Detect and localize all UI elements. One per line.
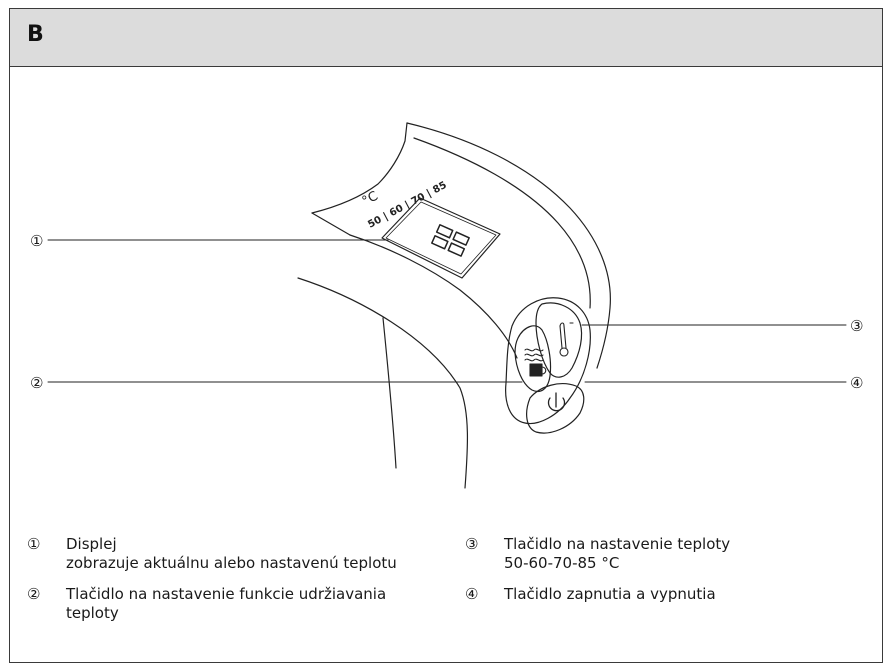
handle-outer-contour [406, 122, 611, 369]
handle-top-surface [311, 122, 408, 214]
handle-underside [297, 277, 469, 489]
legend-item-4: ④ Tlačidlo zapnutia a vypnutia [465, 585, 865, 607]
legend-number-2: ② [27, 585, 41, 603]
legend-number-4: ④ [465, 585, 479, 603]
legend-title-2: Tlačidlo na nastavenie funkcie udržiavan… [66, 585, 387, 603]
legend-desc-2: teploty [66, 604, 119, 622]
callout-3: ③ [850, 317, 863, 335]
legend-number-1: ① [27, 535, 41, 553]
display-panel [381, 197, 501, 279]
kettle-handle-illustration: °C 50 | 60 | 70 | 85 ① ② ③ ④ [30, 122, 863, 489]
legend-title-3: Tlačidlo na nastavenie teploty [504, 535, 731, 553]
legend-desc-3: 50-60-70-85 °C [504, 554, 620, 572]
kettle-body-line [382, 317, 397, 469]
figure-frame: B [9, 8, 883, 663]
handle-outer-contour-2 [413, 137, 591, 309]
scale-unit: °C [360, 189, 381, 210]
keep-warm-button [514, 325, 552, 393]
thermometer-icon [559, 322, 574, 357]
callout-2: ② [30, 374, 43, 392]
legend-item-2: ② Tlačidlo na nastavenie funkcie udržiav… [27, 585, 447, 625]
callout-4: ④ [850, 374, 863, 392]
handle-top-edge-left [311, 212, 351, 236]
legend-number-3: ③ [465, 535, 479, 553]
figure-header: B [10, 9, 882, 67]
display-digits [431, 224, 470, 257]
legend-item-1: ① Displej zobrazuje aktuálnu alebo nasta… [27, 535, 447, 575]
legend-title-1: Displej [66, 535, 117, 553]
display-scale: °C 50 | 60 | 70 | 85 [360, 180, 449, 231]
handle-inner-contour [349, 234, 518, 359]
power-icon [547, 392, 566, 412]
power-button [526, 383, 585, 434]
legend-item-3: ③ Tlačidlo na nastavenie teploty 50-60-7… [465, 535, 865, 575]
figure-letter: B [27, 22, 44, 47]
button-housing [505, 297, 591, 425]
steam-cup-icon [524, 348, 547, 377]
callout-1: ① [30, 232, 43, 250]
legend-desc-1: zobrazuje aktuálnu alebo nastavenú teplo… [66, 554, 397, 572]
legend-title-4: Tlačidlo zapnutia a vypnutia [504, 585, 716, 603]
temperature-button [535, 302, 583, 378]
